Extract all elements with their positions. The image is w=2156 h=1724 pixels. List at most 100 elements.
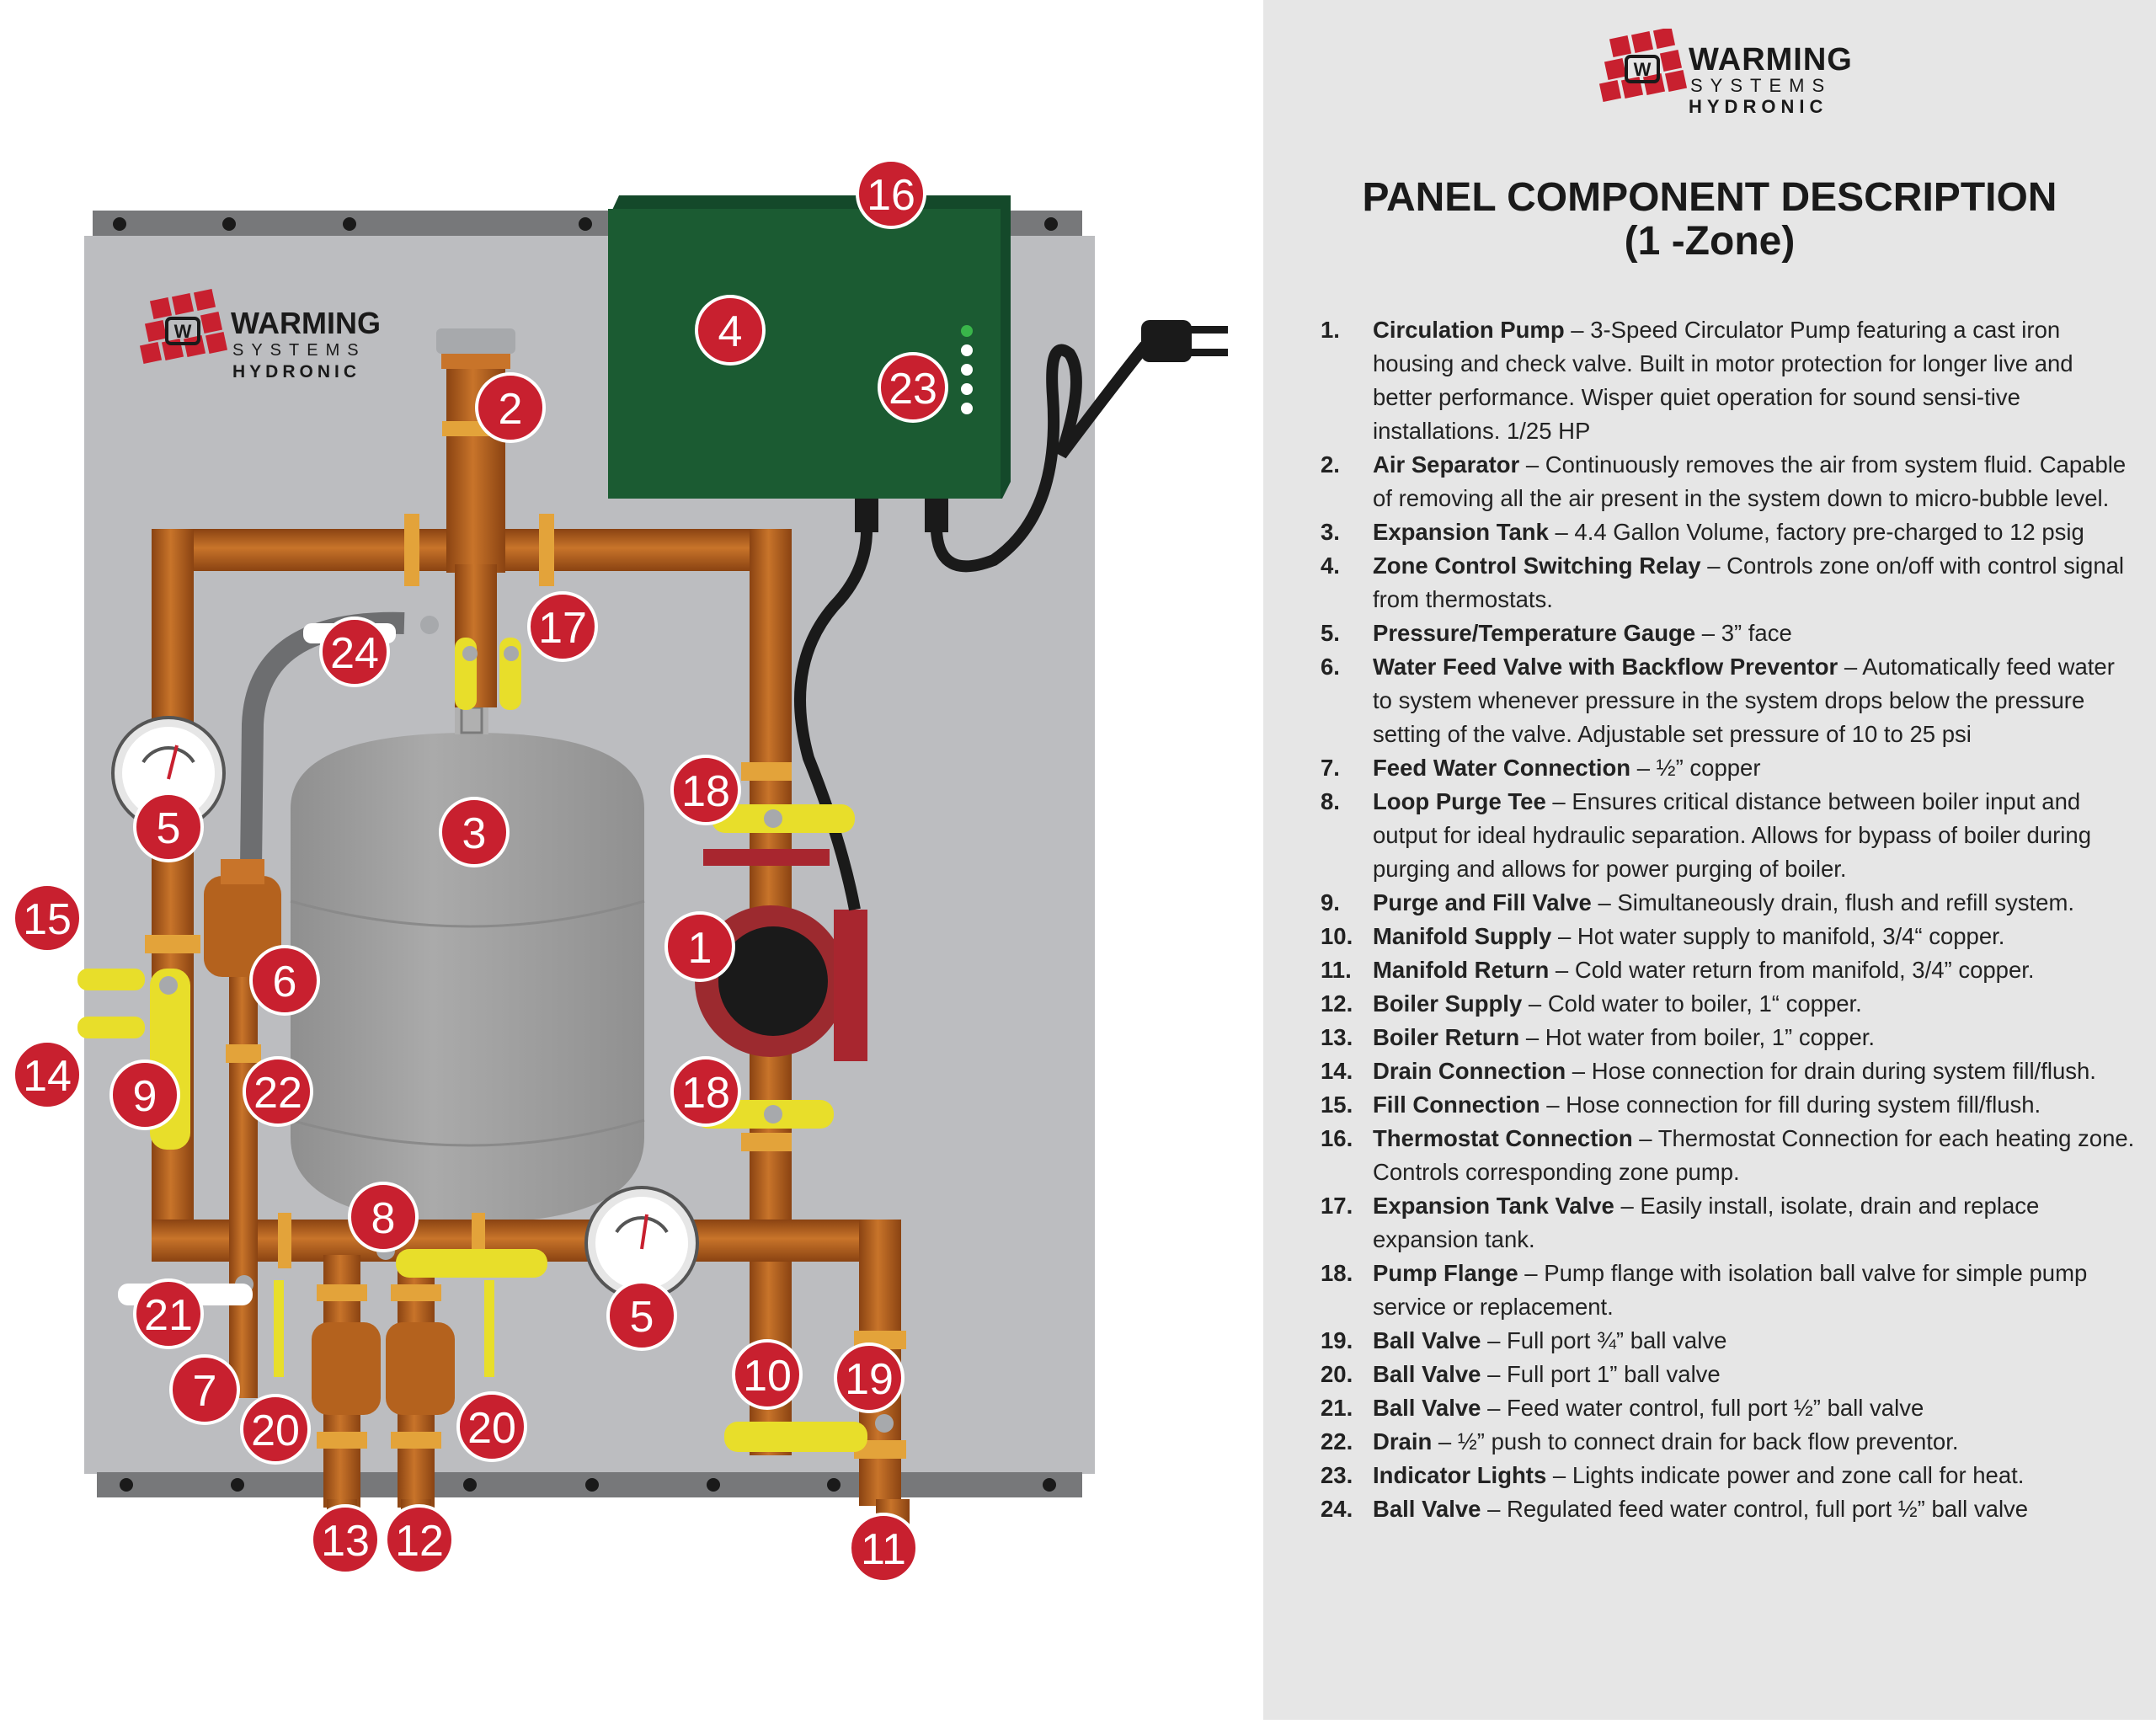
callout-label: 13 — [321, 1517, 370, 1566]
callout-12: 6 — [249, 945, 320, 1016]
component-name: Circulation Pump — [1373, 317, 1565, 343]
callout-label: 17 — [538, 604, 587, 653]
component-description: – 3-Speed Circulator Pump featuring a ca… — [1373, 317, 2073, 444]
component-name: Drain Connection — [1373, 1058, 1566, 1084]
callout-circle — [670, 755, 741, 825]
component-item: 6.Water Feed Valve with Backflow Prevent… — [1321, 650, 2137, 751]
component-name: Expansion Tank Valve — [1373, 1193, 1614, 1219]
component-name: Manifold Supply — [1373, 923, 1552, 949]
callout-circle — [527, 591, 598, 662]
component-description: – Hose connection for fill during system… — [1540, 1092, 2041, 1118]
logo-line1: WARMING — [1689, 42, 1853, 77]
component-description: – 4.4 Gallon Volume, factory pre-charged… — [1548, 519, 2084, 545]
expansion-tank — [290, 699, 645, 1223]
callout-label: 20 — [251, 1406, 300, 1455]
callout-label: 18 — [681, 1069, 730, 1118]
panel-diagram: W WARMING SYSTEMS HYDRONIC — [12, 158, 1228, 1583]
callout-22: 20 — [456, 1391, 527, 1462]
callout-label: 6 — [273, 958, 297, 1006]
component-item: 15.Fill Connection – Hose connection for… — [1321, 1088, 2137, 1122]
callout-5: 17 — [527, 591, 598, 662]
component-name: Drain — [1373, 1428, 1433, 1454]
callout-label: 12 — [395, 1517, 444, 1566]
component-description: – Lights indicate power and zone call fo… — [1546, 1462, 2025, 1488]
component-item: 8.Loop Purge Tee – Ensures critical dist… — [1321, 785, 2137, 886]
callout-7: 18 — [670, 755, 741, 825]
callout-label: 19 — [845, 1355, 894, 1404]
component-number: 5. — [1321, 620, 1340, 646]
callout-label: 7 — [193, 1367, 217, 1416]
callout-label: 16 — [867, 171, 915, 220]
component-item: 4.Zone Control Switching Relay – Control… — [1321, 549, 2137, 616]
component-item: 24.Ball Valve – Regulated feed water con… — [1321, 1492, 2137, 1526]
component-name: Boiler Supply — [1373, 990, 1523, 1017]
callout-15: 22 — [243, 1056, 313, 1127]
circulation-pump — [695, 804, 867, 1061]
component-description: – Automatically feed water to system whe… — [1373, 654, 2115, 747]
callout-label: 5 — [630, 1293, 654, 1342]
logo-mark-icon: W — [1598, 29, 1688, 103]
component-item: 2.Air Separator – Continuously removes t… — [1321, 448, 2137, 515]
callout-label: 22 — [253, 1069, 302, 1118]
component-number: 10. — [1321, 923, 1353, 949]
callout-circle — [348, 1182, 419, 1252]
component-number: 15. — [1321, 1092, 1353, 1118]
callout-label: 23 — [889, 365, 937, 414]
callout-26: 12 — [384, 1504, 455, 1575]
callout-circle — [856, 158, 926, 229]
component-name: Air Separator — [1373, 451, 1520, 478]
callout-label: 11 — [861, 1525, 906, 1574]
callout-11: 1 — [664, 911, 735, 982]
component-description: – Controls zone on/off with control sign… — [1373, 552, 2125, 612]
callout-18: 5 — [606, 1280, 677, 1351]
callout-2: 4 — [695, 295, 766, 366]
valve-handles — [77, 638, 867, 1452]
component-number: 1. — [1321, 317, 1340, 343]
component-number: 11. — [1321, 957, 1352, 983]
component-item: 21.Ball Valve – Feed water control, full… — [1321, 1391, 2137, 1425]
callout-circle — [133, 792, 204, 862]
component-description: – ½” push to connect drain for back flow… — [1432, 1428, 1959, 1454]
callout-circle — [834, 1342, 905, 1413]
callout-circle — [319, 616, 390, 687]
component-description: – Full port ¾” ball valve — [1481, 1327, 1727, 1353]
component-name: Thermostat Connection — [1373, 1125, 1633, 1151]
brand-logo: W WARMING SYSTEMS HYDRONIC — [1596, 29, 1865, 121]
component-description: – Continuously removes the air from syst… — [1373, 451, 2127, 511]
page-subtitle: (1 -Zone) — [1624, 219, 1796, 264]
component-item: 12.Boiler Supply – Cold water to boiler,… — [1321, 987, 2137, 1021]
component-name: Boiler Return — [1373, 1024, 1520, 1050]
description-panel: W WARMING SYSTEMS HYDRONIC PANEL COMPONE… — [1263, 0, 2156, 1720]
component-number: 17. — [1321, 1193, 1353, 1219]
component-item: 7.Feed Water Connection – ½” copper — [1321, 751, 2137, 785]
component-number: 16. — [1321, 1125, 1353, 1151]
component-list: 1. Circulation Pump – 3-Speed Circulator … — [1321, 313, 2137, 1526]
callout-label: 18 — [681, 767, 730, 816]
callout-label: 24 — [330, 629, 379, 678]
callout-circle — [243, 1056, 313, 1127]
component-name: Expansion Tank — [1373, 519, 1549, 545]
relay-box — [608, 195, 1011, 532]
callout-label: 21 — [144, 1291, 193, 1340]
callout-21: 20 — [240, 1394, 311, 1465]
component-item: 1. Circulation Pump – 3-Speed Circulator … — [1321, 313, 2137, 448]
pressure-gauge-right — [584, 1186, 699, 1300]
callout-label: 1 — [688, 924, 712, 973]
component-number: 24. — [1321, 1496, 1353, 1522]
callout-circle — [664, 911, 735, 982]
component-description: – 3” face — [1695, 620, 1792, 646]
component-item: 18.Pump Flange – Pump flange with isolat… — [1321, 1257, 2137, 1324]
component-name: Feed Water Connection — [1373, 755, 1631, 781]
svg-text:W: W — [174, 321, 192, 342]
svg-text:W: W — [1634, 59, 1652, 80]
component-number: 9. — [1321, 889, 1340, 915]
callout-circle — [12, 883, 83, 953]
component-item: 5.Pressure/Temperature Gauge – 3” face — [1321, 616, 2137, 650]
component-number: 23. — [1321, 1462, 1353, 1488]
component-number: 3. — [1321, 519, 1340, 545]
callout-20: 7 — [169, 1354, 240, 1425]
callout-10: 15 — [12, 883, 83, 953]
component-item: 3. Expansion Tank – 4.4 Gallon Volume, fa… — [1321, 515, 2137, 549]
component-description: – Pump flange with isolation ball valve … — [1373, 1260, 2088, 1320]
panel-logo-line3: HYDRONIC — [232, 362, 360, 382]
